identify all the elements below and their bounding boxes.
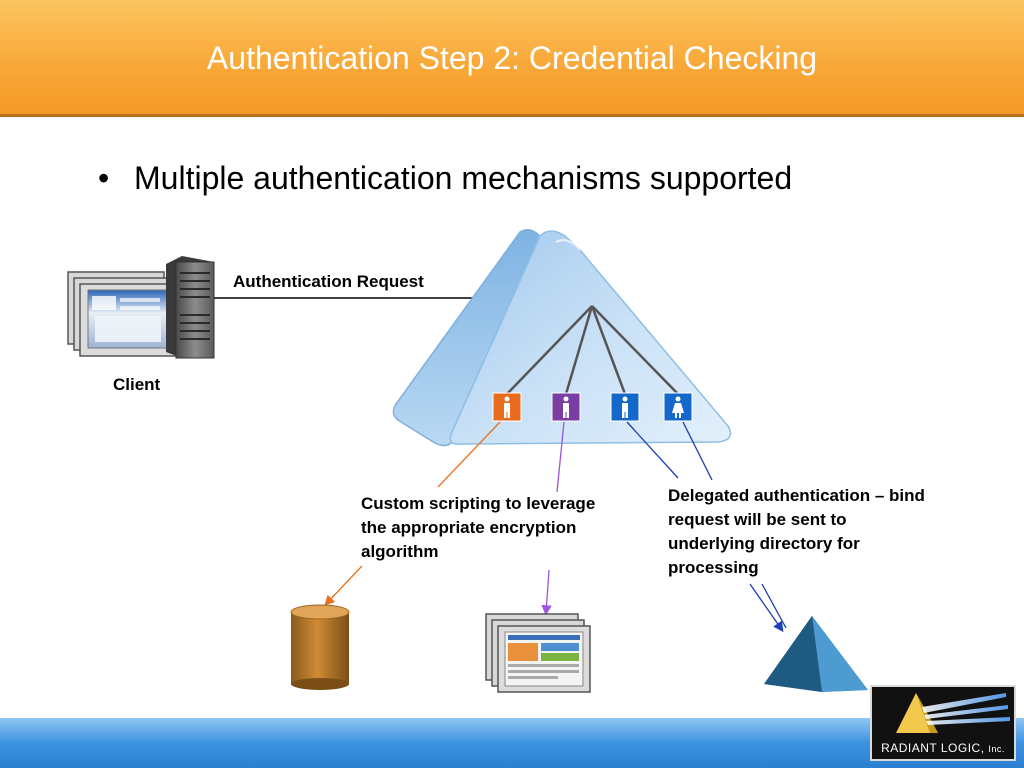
request-label: Authentication Request	[233, 272, 424, 291]
logo-prism-icon	[896, 693, 1010, 733]
client-label: Client	[113, 375, 161, 394]
blue-arrow-2	[761, 583, 787, 629]
database-icon	[290, 604, 350, 690]
web-screens-icon	[485, 613, 591, 693]
logo-text: RADIANT LOGIC, Inc.	[881, 741, 1005, 755]
directory-triangle-icon	[392, 229, 732, 447]
person-icon	[492, 392, 522, 422]
custom-scripting-label: Custom scripting to leverage the appropr…	[361, 494, 596, 561]
client-screens-icon	[67, 271, 177, 357]
person-icon	[551, 392, 581, 422]
orange-arrow	[324, 565, 363, 606]
footer-bar	[0, 718, 1024, 768]
directory-small-triangle-icon	[764, 616, 868, 692]
person-icon	[610, 392, 640, 422]
blue-connector-1	[626, 421, 679, 479]
orange-connector	[437, 421, 501, 488]
title-bar: Authentication Step 2: Credential Checki…	[0, 0, 1024, 117]
slide-title: Authentication Step 2: Credential Checki…	[206, 40, 818, 76]
bullet-text: Multiple authentication mechanisms suppo…	[134, 160, 793, 196]
company-logo: RADIANT LOGIC, Inc.	[870, 685, 1016, 761]
person-icon	[663, 392, 693, 422]
purple-arrow	[541, 569, 552, 616]
server-icon	[166, 256, 215, 359]
delegated-label: Delegated authentication – bind request …	[668, 486, 925, 577]
bullet-item: • Multiple authentication mechanisms supp…	[98, 160, 792, 197]
purple-connector	[556, 421, 565, 493]
bullet-dot: •	[98, 160, 110, 196]
blue-arrow-1	[749, 583, 784, 633]
blue-connector-2	[682, 421, 713, 481]
